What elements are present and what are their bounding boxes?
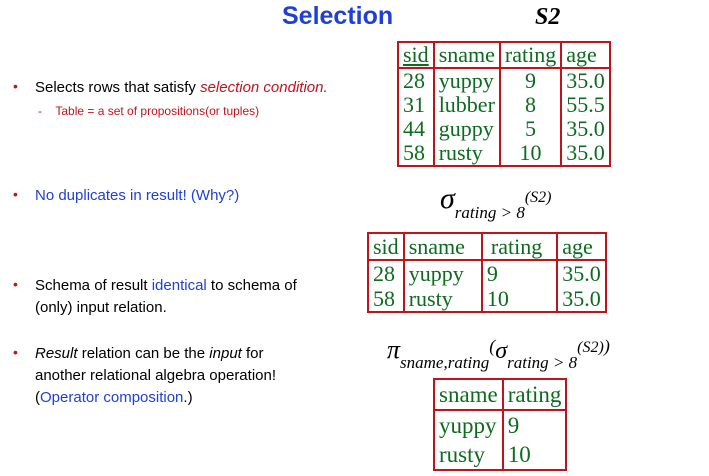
cell-rating: 10 <box>507 442 531 467</box>
cell-rating: 9 <box>481 260 559 286</box>
header-rating: rating <box>502 379 567 411</box>
bullet-1-text: Selects rows that satisfy <box>35 79 201 96</box>
table-header-row: sname rating <box>434 379 567 411</box>
bullet-dot: • <box>13 344 18 360</box>
projection-formula: πsname,rating(σrating > 8(S2)) <box>387 335 610 372</box>
cell-sname: yuppy <box>433 68 501 93</box>
cell-sid: 44 <box>398 117 435 141</box>
bullet-4-open: ( <box>35 389 40 406</box>
sub-bullet-text: Table = a set of propositions(or tuples) <box>55 104 260 118</box>
bullet-3-pre: Schema of result <box>35 277 152 294</box>
bullet-4-emphasis: Operator composition <box>40 389 184 406</box>
cell-age: 35.0 <box>566 116 605 141</box>
pi-open-paren: ( <box>489 336 496 356</box>
cell-rating: 8 <box>499 93 563 117</box>
bullet-1-emphasis: selection condition. <box>200 79 328 96</box>
bullet-4-line2: another relational algebra operation! <box>35 367 277 384</box>
cell-rating: 9 <box>499 68 563 93</box>
table-row: 58 rusty 10 35.0 <box>398 141 610 166</box>
cell-sid: 28 <box>398 68 435 93</box>
table-row: 58 rusty 10 35.0 <box>368 286 606 312</box>
table-row: 28 yuppy 9 35.0 <box>398 68 610 93</box>
header-sid: sid <box>368 233 405 261</box>
header-age: age <box>557 233 606 261</box>
sigma-argument: (S2) <box>524 189 552 206</box>
relation-name: S2 <box>535 4 561 30</box>
cell-sid: 58 <box>398 141 435 166</box>
pi-close-paren: ) <box>603 336 610 356</box>
bullet-4-post: for <box>241 345 264 362</box>
bullet-dot: • <box>13 78 18 94</box>
pi-symbol: π <box>387 335 401 364</box>
pi-attributes: sname,rating <box>400 353 490 372</box>
cell-rating: 9 <box>507 413 520 438</box>
cell-rating: 5 <box>499 117 563 141</box>
selection-formula: σrating > 8(S2) <box>440 182 552 222</box>
cell-age: 35.0 <box>566 68 605 93</box>
bullet-4: Result relation can be the input for ano… <box>35 343 276 409</box>
bullet-3: Schema of result identical to schema of … <box>35 275 297 319</box>
table-row: 44 guppy 5 35.0 <box>398 117 610 141</box>
inner-sigma-symbol: σ <box>495 338 508 364</box>
bullet-3-post: to schema of <box>206 277 297 294</box>
bullet-4-word-result: Result <box>35 345 78 362</box>
header-sid: sid <box>398 42 435 69</box>
bullet-1: Selects rows that satisfy selection cond… <box>35 77 328 99</box>
cell-sid: 31 <box>398 93 435 117</box>
table-row: yuppy 9 <box>434 410 566 440</box>
inner-sigma-argument: (S2) <box>577 339 604 356</box>
bullet-4-close: .) <box>183 389 193 406</box>
bullet-3-line2: (only) input relation. <box>35 299 167 316</box>
slide-title: Selection <box>282 2 394 30</box>
cell-sname: lubber <box>433 93 501 117</box>
sub-bullet-dash: - <box>38 104 42 118</box>
bullet-4-mid: relation can be the <box>77 345 210 362</box>
table-header-row: sid sname rating age <box>368 233 606 261</box>
header-rating: rating <box>481 233 559 261</box>
cell-sname: rusty <box>433 141 501 166</box>
header-sname: sname <box>403 233 483 261</box>
bullet-dot: • <box>13 186 18 202</box>
cell-sname: rusty <box>434 440 504 470</box>
cell-sid: 58 <box>368 286 405 312</box>
sub-bullet-1: - Table = a set of propositions(or tuple… <box>38 104 259 118</box>
table-selection-result: sid sname rating age 28 yuppy 9 35.0 58 … <box>367 232 607 313</box>
cell-rating: 10 <box>481 286 559 312</box>
cell-age: 55.5 <box>566 92 605 117</box>
table-row: 31 lubber 8 55.5 <box>398 93 610 117</box>
table-projection-result: sname rating yuppy 9 rusty 10 <box>433 378 568 471</box>
cell-age: 35.0 <box>566 140 605 165</box>
sigma-symbol: σ <box>440 182 455 215</box>
bullet-2: No duplicates in result! (Why?) <box>35 187 240 204</box>
header-sname: sname <box>434 379 504 411</box>
cell-sname: yuppy <box>403 260 483 286</box>
bullet-3-emphasis: identical <box>151 277 207 294</box>
sigma-condition: rating > 8 <box>454 203 525 222</box>
cell-sname: rusty <box>403 286 483 312</box>
header-rating: rating <box>499 42 563 69</box>
cell-rating: 10 <box>499 141 563 166</box>
bullet-dot: • <box>13 276 18 292</box>
table-row: 28 yuppy 9 35.0 <box>368 260 606 286</box>
table-s2: sid sname rating age 28 yuppy 9 35.0 31 … <box>397 41 611 167</box>
inner-sigma-condition: rating > 8 <box>507 353 578 372</box>
header-age: age <box>561 42 610 69</box>
cell-age: 35.0 <box>562 261 601 286</box>
cell-sname: guppy <box>433 117 501 141</box>
header-sname: sname <box>433 42 501 69</box>
bullet-4-word-input: input <box>209 345 242 362</box>
table-header-row: sid sname rating age <box>398 42 610 69</box>
cell-sid: 28 <box>368 260 405 286</box>
cell-age: 35.0 <box>562 286 601 311</box>
table-row: rusty 10 <box>434 440 566 470</box>
cell-sname: yuppy <box>434 410 504 440</box>
